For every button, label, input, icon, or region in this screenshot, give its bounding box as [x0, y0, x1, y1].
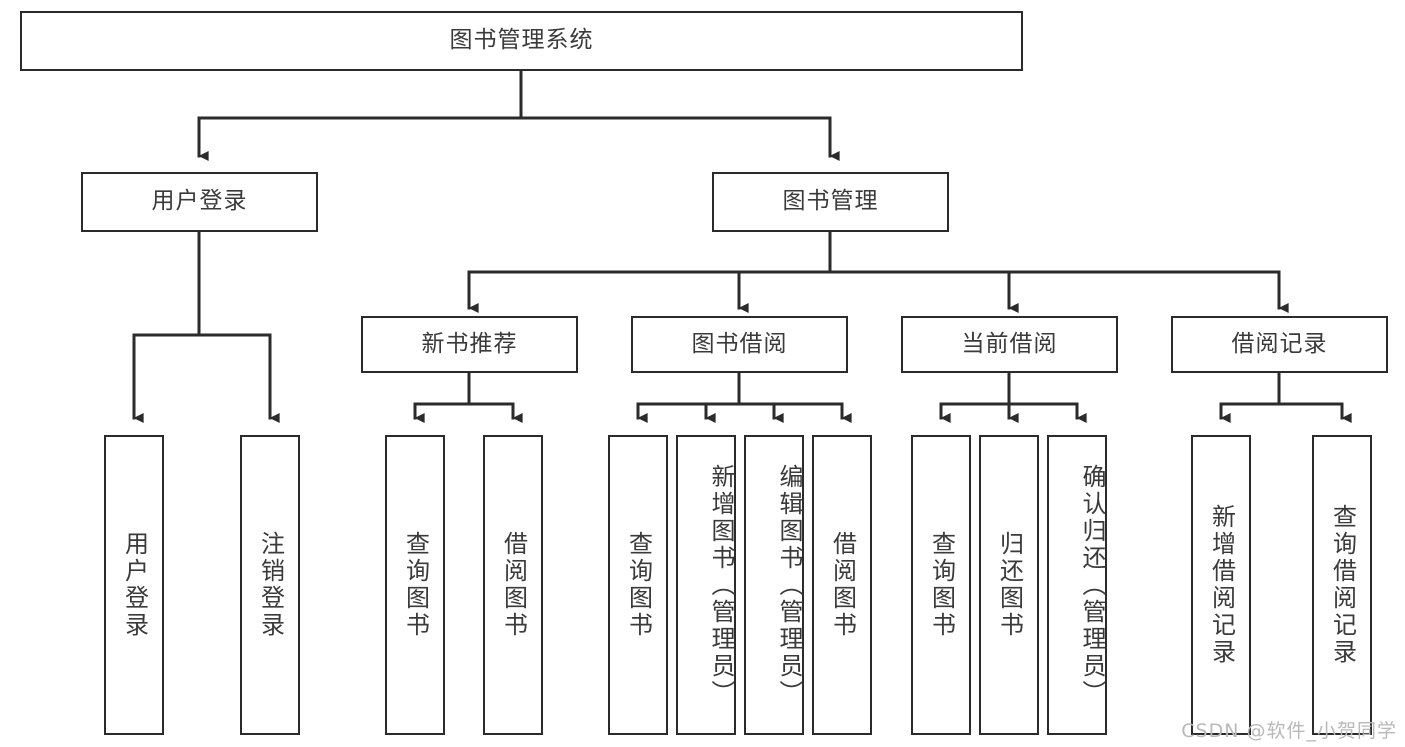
node-label: 归还图书: [995, 531, 1024, 639]
node-label: 借阅记录: [1231, 330, 1328, 357]
node-label: 查询图书: [401, 531, 430, 639]
leaf-edit-book[interactable]: 编辑图书（管理员）: [744, 435, 804, 735]
leaf-add-book[interactable]: 新增图书（管理员）: [676, 435, 736, 735]
leaf-borrow-book-2[interactable]: 借阅图书: [812, 435, 872, 735]
node-new-book-recommend[interactable]: 新书推荐: [361, 316, 578, 373]
leaf-query-book-3[interactable]: 查询图书: [911, 435, 971, 735]
leaf-query-book-2[interactable]: 查询图书: [608, 435, 668, 735]
leaf-return-book[interactable]: 归还图书: [979, 435, 1039, 735]
node-label: 查询图书: [927, 531, 956, 639]
node-label: 新增借阅记录: [1207, 504, 1236, 666]
node-label: 用户登录: [120, 531, 149, 639]
node-book-borrow[interactable]: 图书借阅: [631, 316, 848, 373]
node-book-manage[interactable]: 图书管理: [712, 172, 949, 232]
node-label: 确认归还（管理员）: [1078, 463, 1106, 707]
node-borrow-record[interactable]: 借阅记录: [1171, 316, 1388, 373]
node-label: 用户登录: [151, 188, 248, 215]
node-label: 图书管理系统: [449, 27, 594, 54]
node-current-borrow[interactable]: 当前借阅: [901, 316, 1118, 373]
node-root-system[interactable]: 图书管理系统: [20, 11, 1023, 71]
leaf-query-record[interactable]: 查询借阅记录: [1312, 435, 1372, 735]
node-label: 当前借阅: [961, 330, 1058, 357]
leaf-user-login[interactable]: 用户登录: [104, 435, 164, 735]
leaf-confirm-return[interactable]: 确认归还（管理员）: [1047, 435, 1107, 735]
node-user-login[interactable]: 用户登录: [81, 172, 318, 232]
leaf-add-record[interactable]: 新增借阅记录: [1191, 435, 1251, 735]
leaf-query-book-1[interactable]: 查询图书: [385, 435, 445, 735]
watermark-text: CSDN @软件_小贺同学: [1181, 720, 1397, 742]
node-label: 查询借阅记录: [1328, 504, 1357, 666]
leaf-logout-login[interactable]: 注销登录: [240, 435, 300, 735]
node-label: 编辑图书（管理员）: [775, 463, 803, 707]
node-label: 新书推荐: [421, 330, 518, 357]
node-label: 查询图书: [624, 531, 653, 639]
node-label: 图书借阅: [691, 330, 788, 357]
node-label: 图书管理: [782, 188, 879, 215]
leaf-borrow-book-1[interactable]: 借阅图书: [483, 435, 543, 735]
node-label: 新增图书（管理员）: [707, 463, 735, 707]
node-label: 借阅图书: [828, 531, 857, 639]
node-label: 注销登录: [256, 531, 285, 639]
node-label: 借阅图书: [499, 531, 528, 639]
